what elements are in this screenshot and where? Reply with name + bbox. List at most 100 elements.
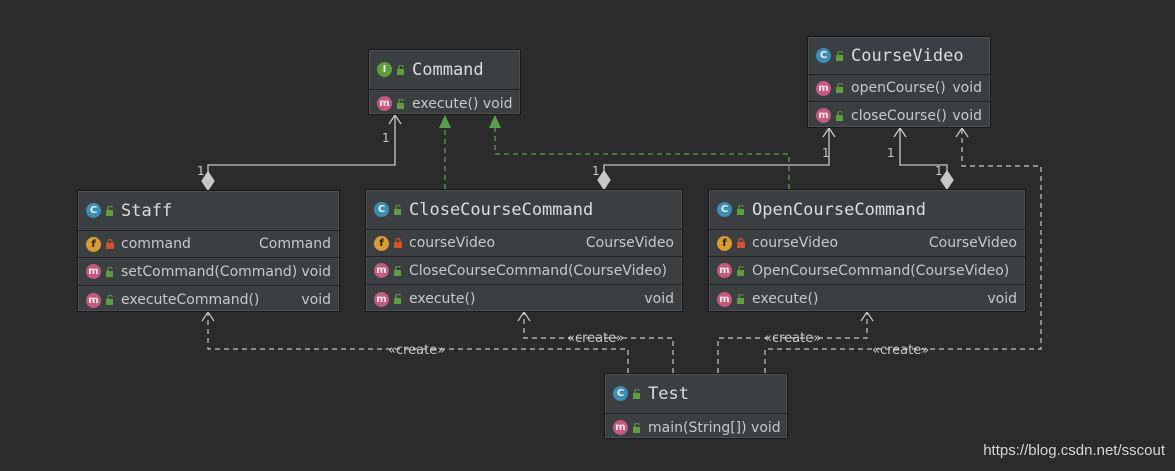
class-name: Test [648,383,689,404]
method-return-type: void [301,292,331,308]
field-icon: f [374,235,389,251]
method-name: main(String[]) void [648,419,781,436]
class-box-opencoursecommand[interactable]: C OpenCourseCommand f courseVideo Course… [708,189,1026,312]
class-box-test[interactable]: C Test m main(String[]) void [604,373,788,439]
aggregation-staff-command [201,113,402,192]
class-box-command[interactable]: I Command m execute() void [368,49,521,115]
class-header: C CourseVideo [808,37,990,75]
unlock-icon [394,265,401,276]
class-box-coursevideo[interactable]: C CourseVideo m openCourse() void m clos… [807,36,991,128]
create-stereotype-label: «create» [567,331,625,346]
unlock-icon [106,295,113,305]
method-icon: m [717,291,732,307]
method-return-type: void [987,291,1017,307]
field-row[interactable]: f command Command [78,231,339,258]
unlock-icon [836,83,843,93]
unlock-icon [397,98,404,109]
method-row[interactable]: m closeCourse() void [808,102,990,129]
lock-icon [394,238,402,248]
multiplicity-label: 1 [822,146,830,160]
multiplicity-label: 1 [592,164,600,178]
watermark-url: https://blog.csdn.net/sscout [983,442,1165,459]
unlock-icon [633,422,640,433]
unlock-icon [106,266,113,277]
method-icon: m [816,80,831,96]
class-icon: C [86,203,101,218]
class-header: C OpenCourseCommand [709,190,1025,230]
unlock-icon [836,50,843,61]
unlock-icon [836,110,843,121]
class-icon: C [816,48,831,63]
multiplicity-label: 1 [887,146,895,160]
multiplicity-label: 1 [935,164,943,178]
method-return-type: void [301,263,331,280]
interface-icon: I [377,62,392,77]
unlock-icon [394,294,401,304]
class-name: OpenCourseCommand [752,199,926,220]
class-header: I Command [369,50,520,90]
field-row[interactable]: f courseVideo CourseVideo [709,230,1025,257]
dependency-test-coursevideo [764,126,1042,373]
dependency-test-staff [201,310,629,373]
method-icon: m [86,292,101,308]
method-icon: m [377,96,392,111]
lock-icon [106,239,114,249]
constructor-name: OpenCourseCommand(CourseVideo) [752,262,1010,279]
constructor-name: CloseCourseCommand(CourseVideo) [409,262,667,279]
create-stereotype-label: «create» [388,343,446,358]
class-name: CloseCourseCommand [409,199,594,220]
method-name: execute() void [412,95,513,112]
method-row[interactable]: m CloseCourseCommand(CourseVideo) [366,257,682,285]
class-header: C Test [605,374,787,414]
class-name: CourseVideo [851,45,964,66]
unlock-icon [397,64,404,75]
field-type: CourseVideo [585,235,674,251]
class-name: Staff [121,200,173,221]
method-row[interactable]: m execute() void [709,285,1025,313]
class-icon: C [717,202,732,217]
method-row[interactable]: m executeCommand() void [78,286,339,314]
unlock-icon [737,204,744,215]
method-name: execute() [409,291,476,307]
method-icon: m [717,263,732,278]
method-row[interactable]: m execute() void [366,285,682,313]
create-stereotype-label: «create» [872,343,930,358]
field-name: command [121,236,191,252]
method-icon: m [86,264,101,279]
field-icon: f [86,236,101,252]
method-row[interactable]: m openCourse() void [808,75,990,102]
field-icon: f [717,235,732,251]
field-name: courseVideo [752,235,839,251]
method-name: execute() [752,291,819,307]
aggregation-opencommand-coursevideo [893,126,954,191]
dependency-test-opencommand [717,310,874,373]
class-box-staff[interactable]: C Staff f command Command m setCommand(C… [77,190,340,312]
field-name: courseVideo [409,235,496,251]
unlock-icon [106,205,113,216]
class-icon: C [613,386,628,401]
multiplicity-label: 1 [197,164,205,178]
method-name: setCommand(Command) [121,263,298,280]
field-row[interactable]: f courseVideo CourseVideo [366,230,682,257]
class-header: C Staff [78,191,339,231]
method-icon: m [374,291,389,307]
class-header: C CloseCourseCommand [366,190,682,230]
method-row[interactable]: m execute() void [369,90,520,117]
create-stereotype-label: «create» [764,331,822,346]
method-icon: m [816,108,831,123]
method-return-type: void [644,291,674,307]
multiplicity-label: 1 [382,131,390,145]
field-type: Command [259,236,331,252]
realization-opencommand-command [489,115,790,189]
lock-icon [737,238,745,248]
method-name: openCourse() [851,80,946,96]
method-name: closeCourse() [851,107,947,124]
dependency-test-closecommand [517,310,674,373]
unlock-icon [737,265,744,276]
class-icon: C [374,202,389,217]
class-box-closecoursecommand[interactable]: C CloseCourseCommand f courseVideo Cours… [365,189,683,312]
method-row[interactable]: m OpenCourseCommand(CourseVideo) [709,257,1025,285]
method-row[interactable]: m main(String[]) void [605,414,787,441]
method-row[interactable]: m setCommand(Command) void [78,258,339,286]
